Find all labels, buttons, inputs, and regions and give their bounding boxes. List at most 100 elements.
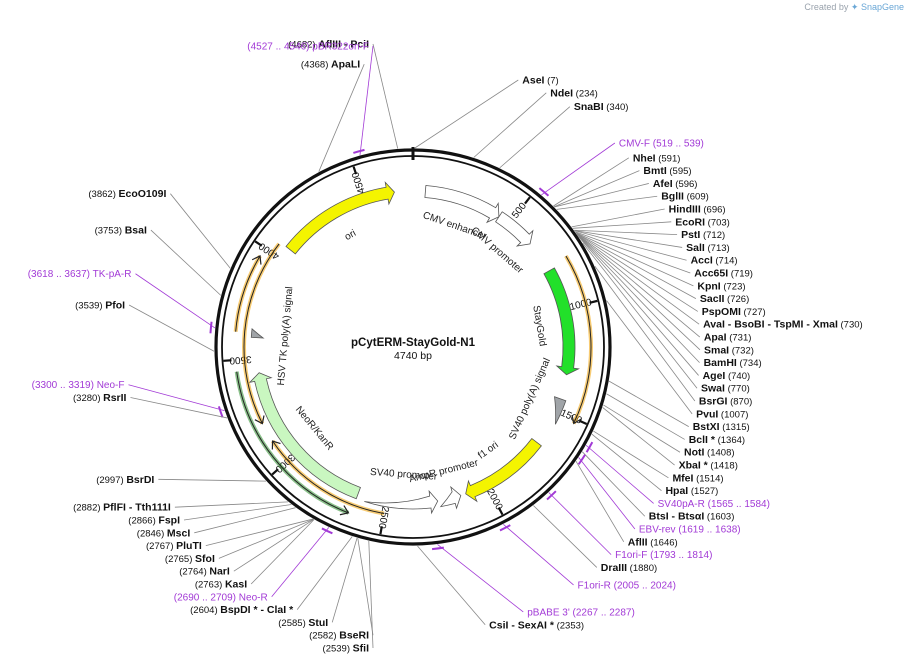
enzyme-leader-line [417,545,486,626]
enzyme-position: (2997) [96,475,126,486]
enzyme-site-label[interactable]: AfeI (596) [653,178,698,190]
feature-arrow[interactable] [424,185,500,224]
primer-label[interactable]: (3618 .. 3637) TK-pA-R [28,269,132,280]
enzyme-site-label[interactable]: AflII (1646) [628,536,678,548]
enzyme-site-label[interactable]: (2997) BsrDI [96,474,154,486]
enzyme-site-label[interactable]: NotI (1408) [684,447,735,459]
enzyme-site-label[interactable]: HindIII (696) [669,204,726,216]
enzyme-leader-line [554,170,640,208]
enzyme-site-label[interactable]: NdeI (234) [550,87,598,99]
enzyme-position: (726) [724,294,749,305]
enzyme-site-label[interactable]: BmtI (595) [643,165,691,177]
feature-arrow[interactable] [250,327,265,339]
feature-arrow[interactable] [364,489,439,515]
enzyme-site-label[interactable]: (4682) AflIII - PciI [288,39,369,51]
enzyme-position: (2765) [165,554,195,565]
feature-arrow[interactable] [543,267,580,376]
enzyme-site-label[interactable]: BamHI (734) [704,357,762,369]
primer-label[interactable]: CMV-F (519 .. 539) [619,138,704,149]
enzyme-site-label[interactable]: AccI (714) [691,255,738,267]
enzyme-site-label[interactable]: (2585) StuI [278,617,328,629]
enzyme-site-label[interactable]: (2604) BspDI * - ClaI * [190,604,294,616]
primer-label[interactable]: F1ori-R (2005 .. 2024) [578,580,676,591]
enzyme-site-label[interactable]: BstXI (1315) [693,421,750,433]
plasmid-name: pCytERM-StayGold-N1 [351,337,476,349]
primer-label[interactable]: EBV-rev (1619 .. 1638) [639,525,741,536]
enzyme-name: ApaI [704,332,727,344]
feature-arrow[interactable] [554,396,567,425]
enzyme-name: XbaI * [679,460,709,472]
primer-label[interactable]: (4527 .. 4546) pBR322ori-F [247,41,369,52]
enzyme-site-label[interactable]: KpnI (723) [697,280,745,292]
primer-range: Neo-R [239,592,268,603]
enzyme-leader-line [174,501,289,508]
enzyme-site-label[interactable]: ApaI (731) [704,332,752,344]
enzyme-site-label[interactable]: BclI * (1364) [689,434,745,446]
enzyme-site-label[interactable]: (2866) FspI [128,515,180,527]
enzyme-site-label[interactable]: (3862) EcoO109I [88,188,166,200]
enzyme-name: MscI [167,527,190,539]
enzyme-site-label[interactable]: MfeI (1514) [672,472,723,484]
enzyme-site-label[interactable]: AseI (7) [522,75,558,87]
enzyme-site-label[interactable]: HpaI (1527) [665,485,718,497]
enzyme-site-label[interactable]: PstI (712) [681,229,725,241]
enzyme-site-label[interactable]: (4368) ApaLI [301,59,360,71]
feature-arrow[interactable] [439,485,462,510]
enzyme-name: SfiI [353,643,369,655]
enzyme-site-label[interactable]: (3280) RsrII [73,392,127,404]
tick-label: 3500 [229,353,252,366]
primer-label[interactable]: (3300 .. 3319) Neo-F [32,380,125,391]
feature-arrow[interactable] [465,437,542,503]
enzyme-site-label[interactable]: AvaI - BsoBI - TspMI - XmaI (730) [703,319,863,331]
enzyme-site-label[interactable]: NheI (591) [633,152,681,164]
enzyme-site-label[interactable]: (2582) BseRI [309,630,369,642]
enzyme-site-label[interactable]: BsrGI (870) [699,396,752,408]
feature-arrow[interactable] [495,211,534,247]
enzyme-site-label[interactable]: SmaI (732) [704,344,754,356]
feature-arrow[interactable] [248,372,361,500]
enzyme-leader-line [578,236,699,376]
enzyme-position: (2585) [278,618,308,629]
enzyme-site-label[interactable]: SnaBI (340) [574,101,629,113]
enzyme-position: (595) [667,166,692,177]
primer-range: (1619 .. 1638) [676,525,741,536]
primer-leader-line [437,544,524,613]
enzyme-site-label[interactable]: Acc65I (719) [694,268,753,280]
enzyme-position: (731) [727,333,752,344]
enzyme-site-label[interactable]: (3539) PfoI [75,300,125,312]
enzyme-site-label[interactable]: PvuI (1007) [696,408,748,420]
enzyme-position: (609) [684,192,709,203]
primer-label[interactable]: (2690 .. 2709) Neo-R [174,592,268,603]
enzyme-site-label[interactable]: BglII (609) [661,191,709,203]
enzyme-site-label[interactable]: SacII (726) [700,293,749,305]
enzyme-site-label[interactable]: (2767) PluTI [146,540,202,552]
snapgene-credit: Created by ✦ SnapGene [804,2,904,13]
enzyme-site-label[interactable]: (2846) MscI [137,527,191,539]
primer-label[interactable]: pBABE 3' (2267 .. 2287) [527,607,635,618]
enzyme-name: BglII [661,191,684,203]
enzyme-site-label[interactable]: SalI (713) [686,242,730,254]
enzyme-site-label[interactable]: (3753) BsaI [95,225,147,237]
enzyme-site-label[interactable]: EcoRI (703) [675,216,730,228]
primer-range: pBR322ori-F [312,41,369,52]
enzyme-site-label[interactable]: PspOMI (727) [702,306,766,318]
enzyme-site-label[interactable]: (2882) PflFI - Tth111I [73,502,171,514]
enzyme-site-label[interactable]: CsiI - SexAI * (2353) [489,619,584,631]
enzyme-site-label[interactable]: XbaI * (1418) [679,460,738,472]
enzyme-name: BclI * [689,434,716,446]
feature-arrow[interactable] [285,181,395,255]
enzyme-name: PvuI [696,408,718,420]
enzyme-leader-line [575,460,625,543]
primer-label[interactable]: SV40pA-R (1565 .. 1584) [658,499,770,510]
enzyme-leader-line [130,397,228,419]
primer-label[interactable]: F1ori-F (1793 .. 1814) [615,550,712,561]
enzyme-site-label[interactable]: (2764) NarI [179,566,230,578]
enzyme-site-label[interactable]: (2765) SfoI [165,553,215,565]
enzyme-site-label[interactable]: BtsI - BtsαI (1603) [649,511,735,523]
enzyme-name: MfeI [672,472,693,484]
enzyme-site-label[interactable]: AgeI (740) [703,370,751,382]
enzyme-site-label[interactable]: DraIII (1880) [601,562,657,574]
enzyme-site-label[interactable]: (2763) KasI [195,579,247,591]
enzyme-site-label[interactable]: (2539) SfiI [323,643,370,655]
enzyme-site-label[interactable]: SwaI (770) [701,383,750,395]
